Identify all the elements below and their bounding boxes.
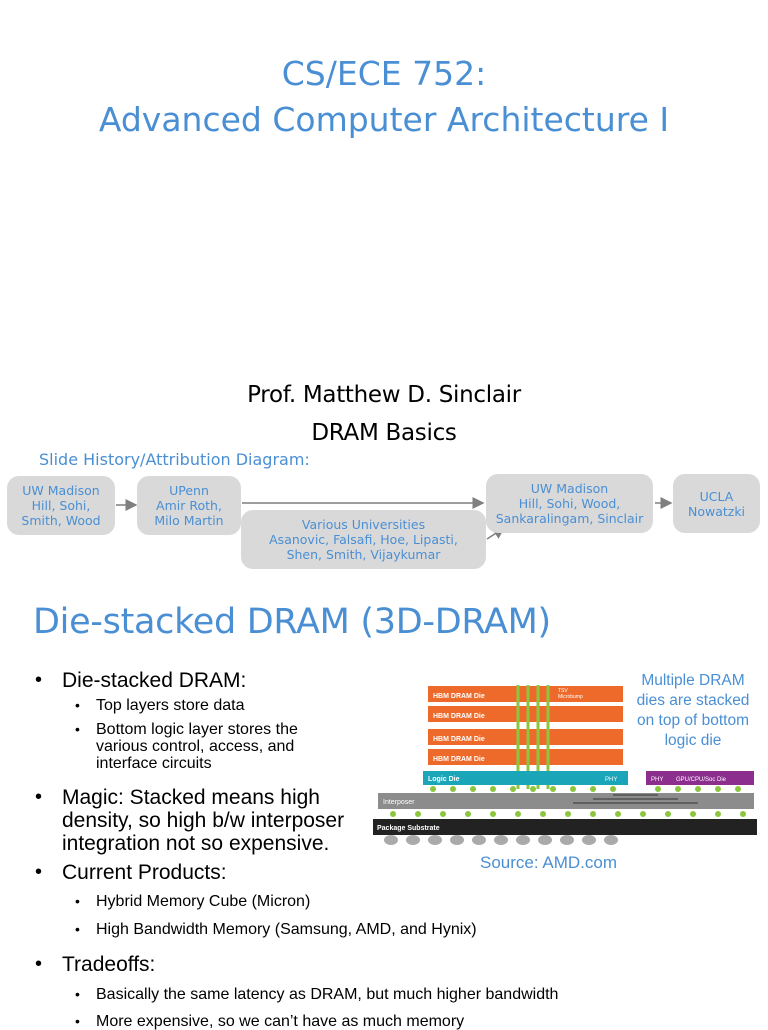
- microbump-label: Microbump: [558, 694, 583, 700]
- figure-caption: Multiple DRAM dies are stacked on top of…: [636, 672, 750, 749]
- hbm-dram-dies: HBM DRAM Die HBM DRAM Die HBM DRAM Die H…: [428, 686, 623, 765]
- history-box-text: UW Madison Hill, Sohi, Wood, Sankaraling…: [495, 481, 644, 526]
- history-box-uw-madison-2: UW Madison Hill, Sohi, Wood, Sankaraling…: [486, 474, 653, 533]
- hbm-stack-diagram: HBM DRAM Die HBM DRAM Die HBM DRAM Die H…: [373, 685, 757, 845]
- sub-bullet-text: More expensive, so we can’t have as much…: [96, 1013, 465, 1030]
- sub-bullet-text: Basically the same latency as DRAM, but …: [96, 986, 559, 1003]
- course-title: CS/ECE 752:: [281, 54, 487, 93]
- history-diagram-label: Slide History/Attribution Diagram:: [39, 450, 310, 469]
- slide-title: Die-stacked DRAM (3D-DRAM): [33, 602, 551, 642]
- bullet-tradeoffs: Tradeoffs:: [35, 953, 335, 976]
- course-subtitle: Advanced Computer Architecture I: [98, 100, 670, 139]
- hbm-die-label: HBM DRAM Die: [433, 713, 485, 720]
- phy-label: PHY: [605, 777, 617, 783]
- interposer-wires: [573, 794, 698, 804]
- microbumps: [430, 786, 741, 792]
- sub-bullet-text: Top layers store data: [96, 697, 245, 714]
- logic-die: [423, 771, 628, 785]
- history-box-uw-madison-1: UW Madison Hill, Sohi, Smith, Wood: [7, 476, 115, 535]
- solder-balls: [384, 835, 618, 845]
- tsv-label: TSV: [558, 688, 568, 694]
- interposer: [378, 793, 754, 809]
- figure-source: Source: AMD.com: [480, 853, 617, 872]
- sub-bullet-text: Bottom logic layer stores the various co…: [96, 721, 298, 772]
- sub-bullet-text: High Bandwidth Memory (Samsung, AMD, and…: [96, 921, 477, 938]
- history-box-text: UPenn Amir Roth, Milo Martin: [154, 483, 224, 528]
- history-box-text: Various Universities Asanovic, Falsafi, …: [269, 517, 458, 562]
- professor-name: Prof. Matthew D. Sinclair: [247, 382, 521, 408]
- lecture-topic: DRAM Basics: [311, 420, 457, 446]
- history-box-text: UCLA Nowatzki: [687, 488, 746, 519]
- package-substrate: [373, 819, 757, 835]
- history-box-upenn: UPenn Amir Roth, Milo Martin: [137, 476, 241, 535]
- history-box-ucla: UCLA Nowatzki: [673, 474, 760, 533]
- soc-die: [646, 771, 754, 785]
- substrate-label: Package Substrate: [377, 825, 440, 832]
- logic-die-label: Logic Die: [428, 776, 460, 783]
- bullet-magic: Magic: Stacked means high density, so hi…: [35, 786, 380, 855]
- sub-bullet-top-layers: Top layers store data: [75, 697, 355, 714]
- history-box-text: UW Madison Hill, Sohi, Smith, Wood: [21, 483, 101, 528]
- bullet-text: Tradeoffs:: [62, 953, 156, 976]
- hbm-die-label: HBM DRAM Die: [433, 736, 485, 743]
- bullet-current-products: Current Products:: [35, 861, 335, 884]
- sub-bullet-latency: Basically the same latency as DRAM, but …: [75, 986, 755, 1003]
- sub-bullet-hbm: High Bandwidth Memory (Samsung, AMD, and…: [75, 921, 675, 938]
- bullet-die-stacked: Die-stacked DRAM:: [35, 669, 335, 692]
- history-box-various-universities: Various Universities Asanovic, Falsafi, …: [241, 510, 486, 569]
- sub-bullet-bottom-logic: Bottom logic layer stores the various co…: [75, 721, 343, 772]
- bullet-text: Current Products:: [62, 861, 227, 884]
- bullet-text: Magic: Stacked means high density, so hi…: [62, 786, 345, 855]
- sub-bullet-expensive: More expensive, so we can’t have as much…: [75, 1013, 755, 1030]
- soc-die-label: GPU/CPU/Soc Die: [676, 777, 727, 783]
- phy-label: PHY: [651, 777, 663, 783]
- sub-bullet-text: Hybrid Memory Cube (Micron): [96, 893, 311, 910]
- history-arrows: [116, 497, 673, 540]
- sub-bullet-hmc: Hybrid Memory Cube (Micron): [75, 893, 475, 910]
- hbm-die-label: HBM DRAM Die: [433, 756, 485, 763]
- bullet-text: Die-stacked DRAM:: [62, 669, 247, 692]
- interposer-bumps: [390, 811, 746, 817]
- hbm-die-label: HBM DRAM Die: [433, 693, 485, 700]
- interposer-label: Interposer: [383, 799, 415, 806]
